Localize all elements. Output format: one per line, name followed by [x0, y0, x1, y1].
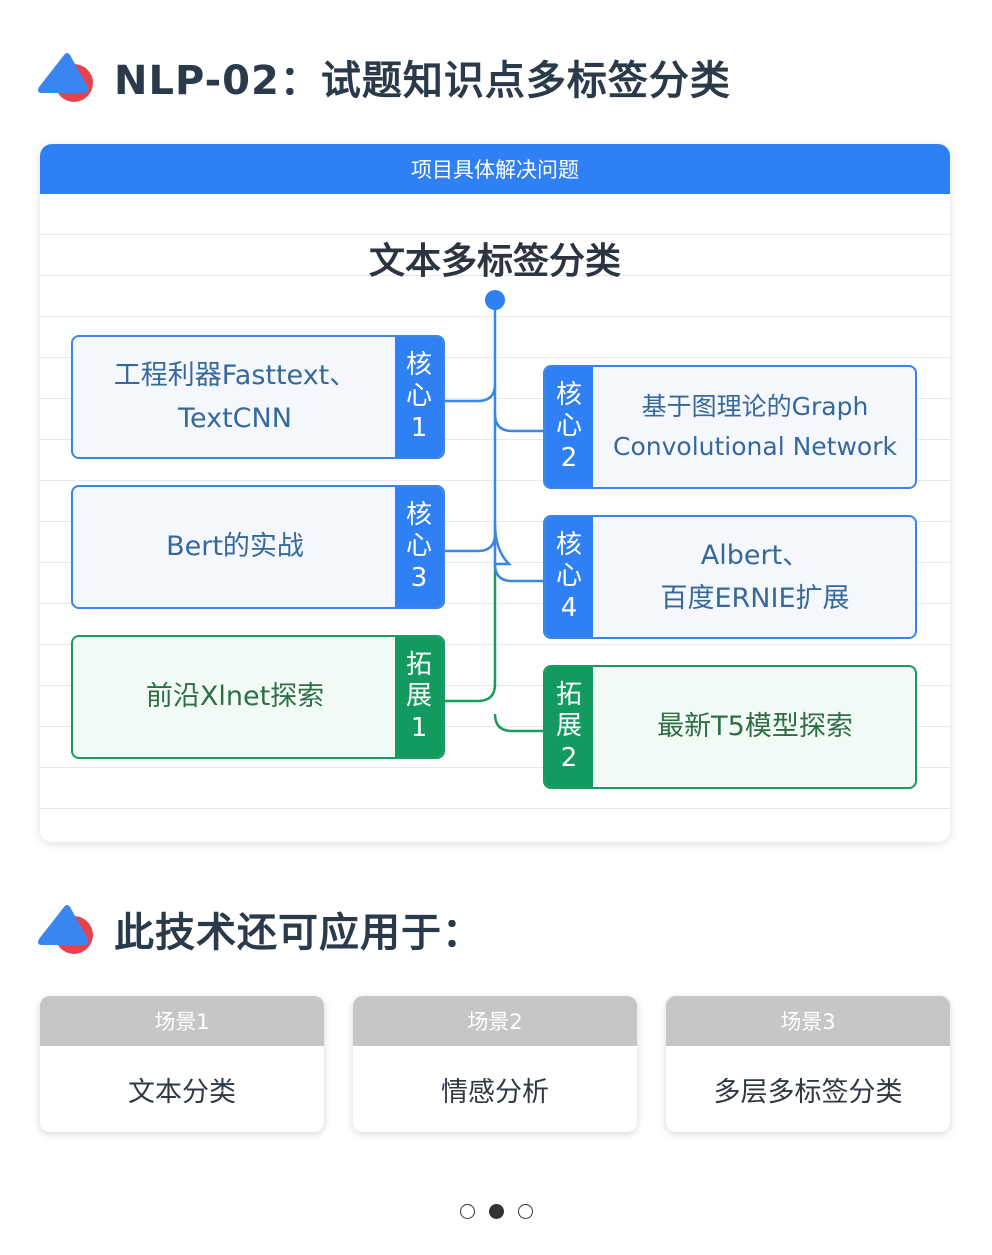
node-core-4-text: Albert、百度ERNIE扩展	[660, 539, 850, 614]
section-header-applications: 此技术还可应用于：	[36, 900, 483, 958]
card-header: 项目具体解决问题	[40, 144, 950, 194]
scene-label: 场景1	[40, 996, 324, 1046]
project-card: 项目具体解决问题 文本多标签分类 工程利器Fasttext、TextCNN	[40, 144, 950, 842]
scene-value: 多层多标签分类	[713, 1076, 903, 1108]
mindmap-connectors	[445, 290, 543, 733]
node-extend-2-text: 最新T5模型探索	[657, 711, 853, 743]
applications-title: 此技术还可应用于：	[114, 910, 483, 956]
pagination-dot-1[interactable]	[459, 1204, 475, 1219]
mindmap-title: 文本多标签分类	[368, 241, 621, 282]
pagination-dots	[0, 1204, 992, 1219]
section-header-project: NLP-02：试题知识点多标签分类	[36, 48, 731, 106]
scene-label: 场景3	[666, 996, 950, 1046]
scene-card-2: 场景2 情感分析	[353, 996, 637, 1132]
scene-value: 文本分类	[128, 1076, 236, 1108]
scene-value: 情感分析	[441, 1076, 549, 1108]
pagination-dot-3[interactable]	[517, 1204, 533, 1219]
node-core-1-text: 工程利器Fasttext、TextCNN	[113, 359, 357, 434]
triangle-circle-logo-icon	[36, 901, 98, 957]
node-extend-1-text: 前沿Xlnet探索	[145, 681, 325, 713]
scene-card-1: 场景1 文本分类	[40, 996, 324, 1132]
pagination-dot-2[interactable]	[488, 1204, 504, 1219]
page-title: NLP-02：试题知识点多标签分类	[114, 58, 731, 104]
scene-card-3: 场景3 多层多标签分类	[666, 996, 950, 1132]
triangle-circle-logo-icon	[36, 49, 98, 105]
node-core-3-text: Bert的实战	[166, 531, 304, 563]
scene-label: 场景2	[353, 996, 637, 1046]
